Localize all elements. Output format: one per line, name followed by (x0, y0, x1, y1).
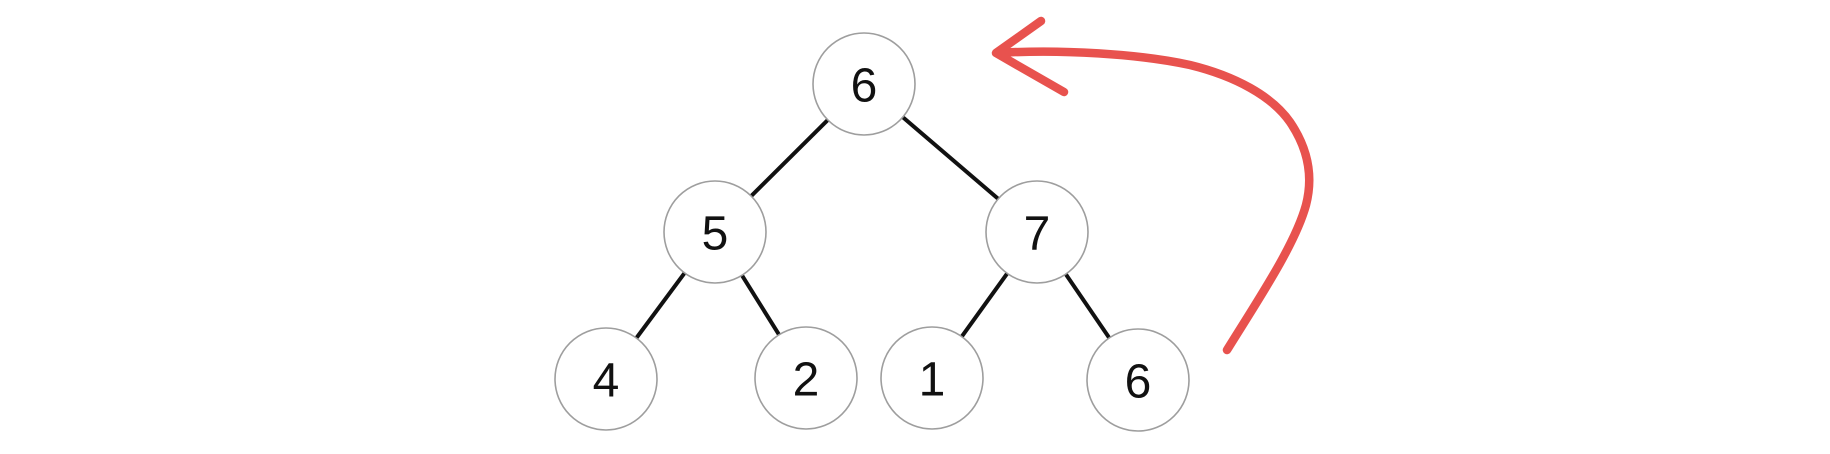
red-annotation-arrow-shaft (993, 47, 1314, 355)
red-annotation-arrow-head (991, 16, 1069, 97)
tree-node-circle-LL (554, 327, 658, 431)
tree-node-RL: 1 (880, 326, 984, 430)
tree-node-R: 7 (985, 180, 1089, 284)
tree-node-circle-R (985, 180, 1089, 284)
tree-node-label-R: 7 (1024, 207, 1051, 260)
tree-node-circle-L (663, 180, 767, 284)
tree-node-label-LL: 4 (593, 354, 620, 407)
tree-edge-R-RL (960, 272, 1009, 338)
tree-node-label-root: 6 (851, 59, 878, 112)
tree-edge-root-R (901, 115, 1000, 201)
tree-node-circle-RL (880, 326, 984, 430)
tree-edge-root-L (749, 118, 830, 198)
tree-node-circle-RR (1086, 328, 1190, 432)
tree-node-label-RL: 1 (919, 353, 946, 406)
tree-node-circle-LR (754, 326, 858, 430)
tree-node-root: 6 (812, 32, 916, 136)
tree-node-label-LR: 2 (793, 353, 820, 406)
tree-node-RR: 6 (1086, 328, 1190, 432)
tree-node-L: 5 (663, 180, 767, 284)
tree-node-LL: 4 (554, 327, 658, 431)
tree-node-label-L: 5 (702, 207, 729, 260)
tree-edge-R-RR (1064, 272, 1111, 340)
tree-edge-L-LR (740, 274, 781, 336)
tree-node-circle-root (812, 32, 916, 136)
tree-node-LR: 2 (754, 326, 858, 430)
tree-node-label-RR: 6 (1125, 355, 1152, 408)
tree-edge-L-LL (634, 271, 687, 340)
